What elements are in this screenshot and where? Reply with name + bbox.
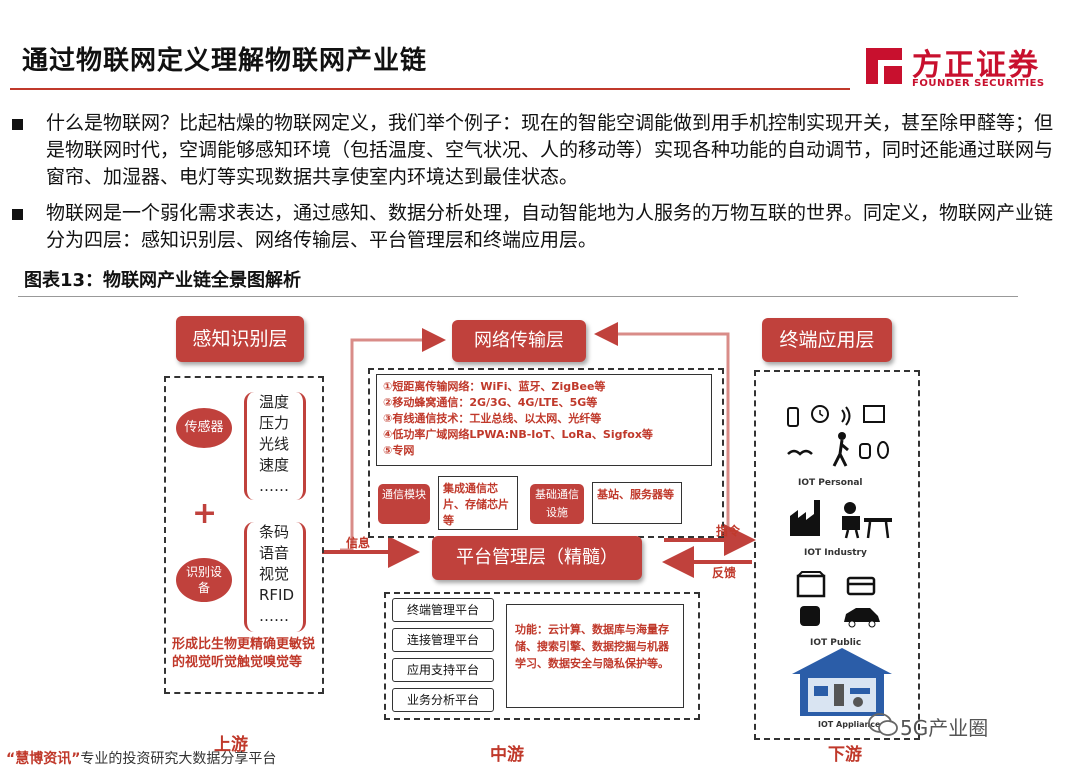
- footer-quote: “慧博资讯”: [6, 751, 81, 767]
- figure-divider: [18, 296, 1018, 297]
- iot-public-icons: [796, 571, 880, 628]
- comm-module-desc: 集成通信芯片、存储芯片等: [438, 476, 518, 530]
- sensor-measure: 速度: [259, 456, 290, 474]
- recognition-method: RFID: [259, 586, 295, 604]
- founder-logo-icon: [866, 48, 902, 84]
- network-layer-title: 网络传输层: [452, 320, 586, 362]
- stage-midstream: 中游: [490, 745, 524, 765]
- recognition-method: 视觉: [259, 565, 290, 583]
- application-layer-title: 终端应用层: [762, 318, 892, 362]
- iot-public-label: IOT Public: [810, 638, 862, 648]
- network-technologies-box: ①短距离传输网络：WiFi、蓝牙、ZigBee等 ②移动蜂窝通信：2G/3G、4…: [376, 374, 712, 466]
- platform-item: 连接管理平台: [392, 628, 494, 652]
- platform-layer-box: [384, 592, 700, 720]
- infrastructure-pill: 基础通信设施: [530, 484, 584, 524]
- network-tech-line: ③有线通信技术：工业总线、以太网、光纤等: [383, 412, 602, 425]
- network-tech-line: ①短距离传输网络：WiFi、蓝牙、ZigBee等: [383, 380, 606, 393]
- iot-personal-icons: [787, 405, 889, 467]
- sensor-measure: 压力: [259, 414, 290, 432]
- bullet-square-icon: [12, 209, 23, 220]
- bullet-text: 什么是物联网？比起枯燥的物联网定义，我们举个例子：现在的智能空调能做到用手机控制…: [46, 112, 1054, 188]
- sensor-measure: 光线: [259, 435, 290, 453]
- network-tech-line: ②移动蜂窝通信：2G/3G、4G/LTE、5G等: [383, 396, 598, 409]
- sensor-oval: 传感器: [176, 408, 232, 448]
- stage-upstream: 上游: [214, 735, 248, 755]
- network-tech-line: ④低功率广域网络LPWA:NB-IoT、LoRa、Sigfox等: [383, 428, 653, 441]
- perception-layer-box: [164, 376, 324, 694]
- feedback-arrow-label: 反馈: [712, 566, 737, 580]
- bullet-item: 什么是物联网？比起枯燥的物联网定义，我们举个例子：现在的智能空调能做到用手机控制…: [12, 110, 1062, 191]
- platform-item: 终端管理平台: [392, 598, 494, 622]
- recognition-device-oval: 识别设备: [176, 558, 232, 602]
- recognition-method: 语音: [259, 544, 290, 562]
- perception-summary: 形成比生物更精确更敏锐的视觉听觉触觉嗅觉等: [172, 637, 316, 670]
- recognition-methods-list: 条码 语音 视觉 RFID ……: [244, 522, 306, 632]
- connector-arrows: [322, 322, 756, 578]
- figure-label: 图表13：物联网产业链全景图解析: [24, 270, 302, 291]
- infrastructure-desc: 基站、服务器等: [592, 482, 682, 524]
- recognition-method: 条码: [259, 523, 290, 541]
- plus-icon: +: [192, 496, 218, 531]
- bullet-item: 物联网是一个弱化需求表达，通过感知、数据分析处理，自动智能地为人服务的万物互联的…: [12, 200, 1062, 254]
- recognition-method: ……: [259, 607, 289, 625]
- bullet-text: 物联网是一个弱化需求表达，通过感知、数据分析处理，自动智能地为人服务的万物互联的…: [46, 202, 1054, 251]
- iot-industry-icons: [790, 500, 892, 539]
- sensor-measure: ……: [259, 477, 289, 495]
- sensor-measure: 温度: [259, 393, 290, 411]
- platform-function-desc: 功能：云计算、数据库与海量存储、搜索引擎、数据挖掘与机器学习、数据安全与隐私保护…: [506, 604, 684, 708]
- application-layer-box: [754, 370, 920, 740]
- logo-text: 方正证券: [912, 48, 1040, 83]
- iot-appliance-label: IOT Appliance: [818, 720, 881, 729]
- sensor-measures-list: 温度 压力 光线 速度 ……: [244, 392, 306, 500]
- page-title: 通过物联网定义理解物联网产业链: [22, 46, 428, 76]
- platform-item: 业务分析平台: [392, 688, 494, 712]
- info-arrow-label: 信息: [346, 536, 371, 550]
- platform-item: 应用支持平台: [392, 658, 494, 682]
- iot-chain-diagram: 感知识别层 传感器 温度 压力 光线 速度 …… + 识别设备 条码 语音 视觉…: [0, 300, 1080, 774]
- iot-personal-label: IOT Personal: [798, 478, 863, 488]
- stage-downstream: 下游: [828, 745, 862, 765]
- watermark-text: 5G产业圈: [900, 716, 989, 740]
- iot-appliance-house-icon: [792, 648, 892, 716]
- iot-industry-label: IOT Industry: [804, 548, 867, 558]
- footer-source: “慧博资讯”专业的投资研究大数据分享平台: [6, 748, 276, 768]
- title-divider: [10, 88, 850, 90]
- command-arrow-label: 指令: [716, 524, 741, 538]
- platform-layer-title: 平台管理层（精髓）: [432, 536, 642, 580]
- comm-module-pill: 通信模块: [378, 484, 430, 524]
- footer-text: 专业的投资研究大数据分享平台: [80, 751, 277, 767]
- perception-layer-title: 感知识别层: [176, 316, 304, 362]
- wechat-icon: [868, 713, 898, 736]
- bullet-square-icon: [12, 119, 23, 130]
- network-tech-line: ⑤专网: [383, 444, 415, 457]
- logo-subtitle: FOUNDER SECURITIES: [912, 78, 1045, 89]
